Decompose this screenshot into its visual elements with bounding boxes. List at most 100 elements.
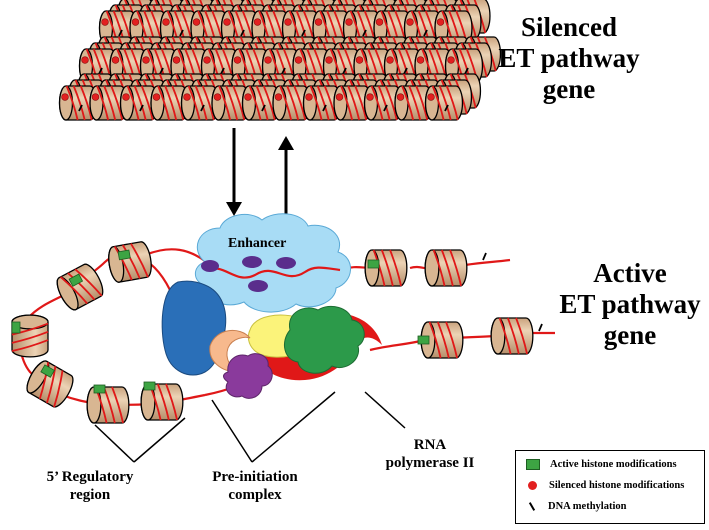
nucleosome [119, 85, 159, 121]
nucleosome [180, 85, 220, 121]
preinit-line-1: Pre-initiation [212, 469, 298, 485]
silenced-mark-icon [253, 18, 262, 26]
active-mark-icon [68, 273, 84, 287]
legend: Active histone modifications Silenced hi… [515, 450, 705, 524]
nucleosome [333, 85, 372, 121]
active-mark-icon [143, 381, 156, 391]
enhancer-label: Enhancer [228, 236, 287, 251]
methylation-mark-icon [240, 29, 245, 37]
legend-item-methylation: DNA methylation [516, 501, 626, 512]
silenced-mark-icon [233, 56, 242, 64]
silenced-mark-icon [345, 18, 353, 26]
active-mark-icon [417, 335, 430, 345]
green-factor [283, 305, 365, 374]
silenced-mark-icon [244, 93, 252, 101]
legend-label-active: Active histone modifications [550, 459, 677, 470]
active-mark-icon [93, 384, 106, 394]
methylation-mark-icon [78, 104, 83, 112]
methylation-mark-icon [482, 252, 487, 261]
methylation-tick-icon [528, 502, 536, 511]
nucleosome [89, 85, 128, 121]
active-mark-icon [367, 259, 380, 269]
silenced-mark-icon [325, 56, 333, 64]
silenced-mark-icon [335, 93, 344, 101]
silenced-mark-icon [355, 56, 364, 64]
methylation-mark-icon [403, 67, 408, 75]
methylation-mark-icon [538, 323, 543, 332]
active-gene-label: Active ET pathway gene [555, 258, 705, 351]
silenced-mark-icon [264, 56, 272, 64]
rnapol-line-1: RNA [413, 437, 447, 453]
silenced-mark-icon [162, 18, 170, 26]
silenced-mark-icon [284, 18, 292, 26]
callout-lines [94, 391, 406, 463]
silenced-mark-icon [447, 56, 455, 64]
legend-item-silenced: Silenced histone modifications [516, 480, 684, 491]
active-line-2: ET pathway [559, 289, 701, 319]
silenced-mark-icon [314, 18, 323, 26]
methylation-mark-icon [362, 29, 367, 37]
silenced-mark-icon [183, 93, 191, 101]
silenced-mark-icon [152, 93, 161, 101]
methylation-mark-icon [200, 104, 205, 112]
active-mark-icon [40, 364, 55, 378]
methylation-mark-icon [179, 29, 184, 37]
methylation-mark-icon [220, 67, 225, 75]
silenced-mark-icon [111, 56, 120, 64]
silenced-mark-icon [142, 56, 150, 64]
enhancer-cloud [194, 213, 351, 313]
methylation-mark-icon [118, 29, 123, 37]
methylation-mark-icon [423, 29, 428, 37]
legend-label-silenced: Silenced histone modifications [549, 480, 685, 491]
silenced-mark-icon [61, 93, 69, 101]
silenced-mark-icon [81, 56, 89, 64]
methylation-mark-icon [301, 29, 306, 37]
nucleosome [364, 249, 408, 287]
preinitiation-complex-label: Pre-initiation complex [200, 468, 310, 504]
nucleosome [108, 241, 152, 283]
regulatory-line-2: region [69, 487, 111, 503]
silenced-mark-icon [122, 93, 130, 101]
silenced-mark-icon [131, 18, 140, 26]
rna-polymerase-label: RNA polymerase II [370, 436, 490, 472]
silenced-mark-icon [366, 93, 374, 101]
silenced-mark-icon [192, 18, 201, 26]
methylation-mark-icon [261, 104, 266, 112]
regulatory-line-1: 5’ Regulatory [46, 469, 134, 485]
silenced-line-3: gene [542, 74, 596, 104]
preinit-line-2: complex [228, 487, 282, 503]
methylation-mark-icon [281, 67, 286, 75]
silenced-mark-icon [223, 18, 231, 26]
methylation-mark-icon [342, 67, 347, 75]
active-nucleosomes [11, 241, 543, 424]
silenced-line-2: ET pathway [498, 43, 640, 73]
silenced-mark-icon [213, 93, 222, 101]
nucleosome [86, 384, 130, 424]
methylation-mark-icon [159, 67, 164, 75]
active-mark-icon [117, 249, 131, 261]
nucleosome [490, 317, 534, 355]
silenced-mark-icon [396, 93, 405, 101]
silenced-mark-icon [427, 93, 435, 101]
nucleosome [26, 360, 74, 408]
silenced-chromatin [58, 0, 502, 121]
legend-label-methylation: DNA methylation [548, 501, 627, 512]
silenced-mark-icon [436, 18, 445, 26]
nucleosome [424, 85, 464, 121]
up-arrow [278, 136, 294, 218]
silenced-mark-icon [416, 56, 425, 64]
silenced-mark-icon [172, 56, 181, 64]
silenced-gene-label: Silenced ET pathway gene [494, 12, 644, 105]
nucleosome [150, 85, 189, 121]
silenced-mark-icon [294, 56, 303, 64]
silenced-mark-icon [101, 18, 109, 26]
nucleosome [56, 263, 104, 311]
methylation-mark-icon [98, 67, 103, 75]
methylation-mark-icon [464, 67, 469, 75]
rnapol-line-2: polymerase II [385, 455, 475, 471]
red-dot-icon [528, 481, 537, 490]
silenced-mark-icon [406, 18, 414, 26]
nucleosome [363, 85, 403, 121]
silenced-mark-icon [274, 93, 283, 101]
